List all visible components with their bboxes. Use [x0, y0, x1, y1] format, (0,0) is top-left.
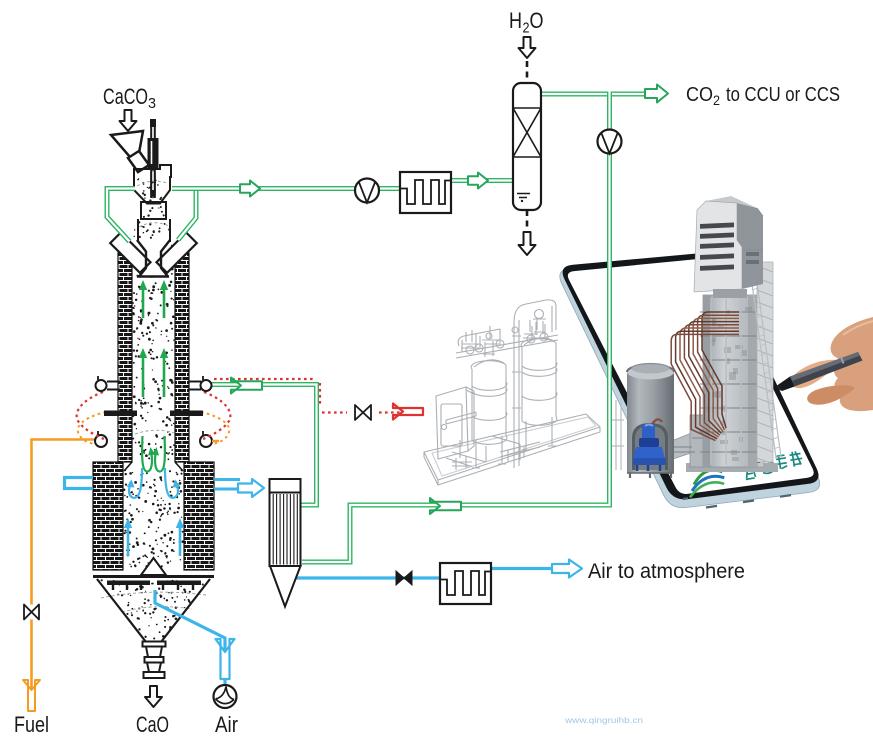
- svg-text:O: O: [530, 8, 544, 33]
- svg-text:Air to atmosphere: Air to atmosphere: [588, 560, 745, 583]
- svg-text:2: 2: [523, 20, 530, 37]
- svg-text:CO: CO: [686, 84, 713, 106]
- svg-text:CaO: CaO: [136, 712, 169, 737]
- svg-text:CaCO: CaCO: [103, 84, 148, 109]
- svg-text:Fuel: Fuel: [14, 712, 49, 737]
- svg-text:3: 3: [148, 95, 156, 112]
- svg-text:H: H: [509, 8, 522, 33]
- svg-text:Air: Air: [215, 712, 238, 737]
- svg-text:www.qingruihb.cn: www.qingruihb.cn: [564, 715, 643, 725]
- svg-text:to CCU or CCS: to CCU or CCS: [726, 84, 840, 106]
- svg-text:2: 2: [713, 92, 720, 108]
